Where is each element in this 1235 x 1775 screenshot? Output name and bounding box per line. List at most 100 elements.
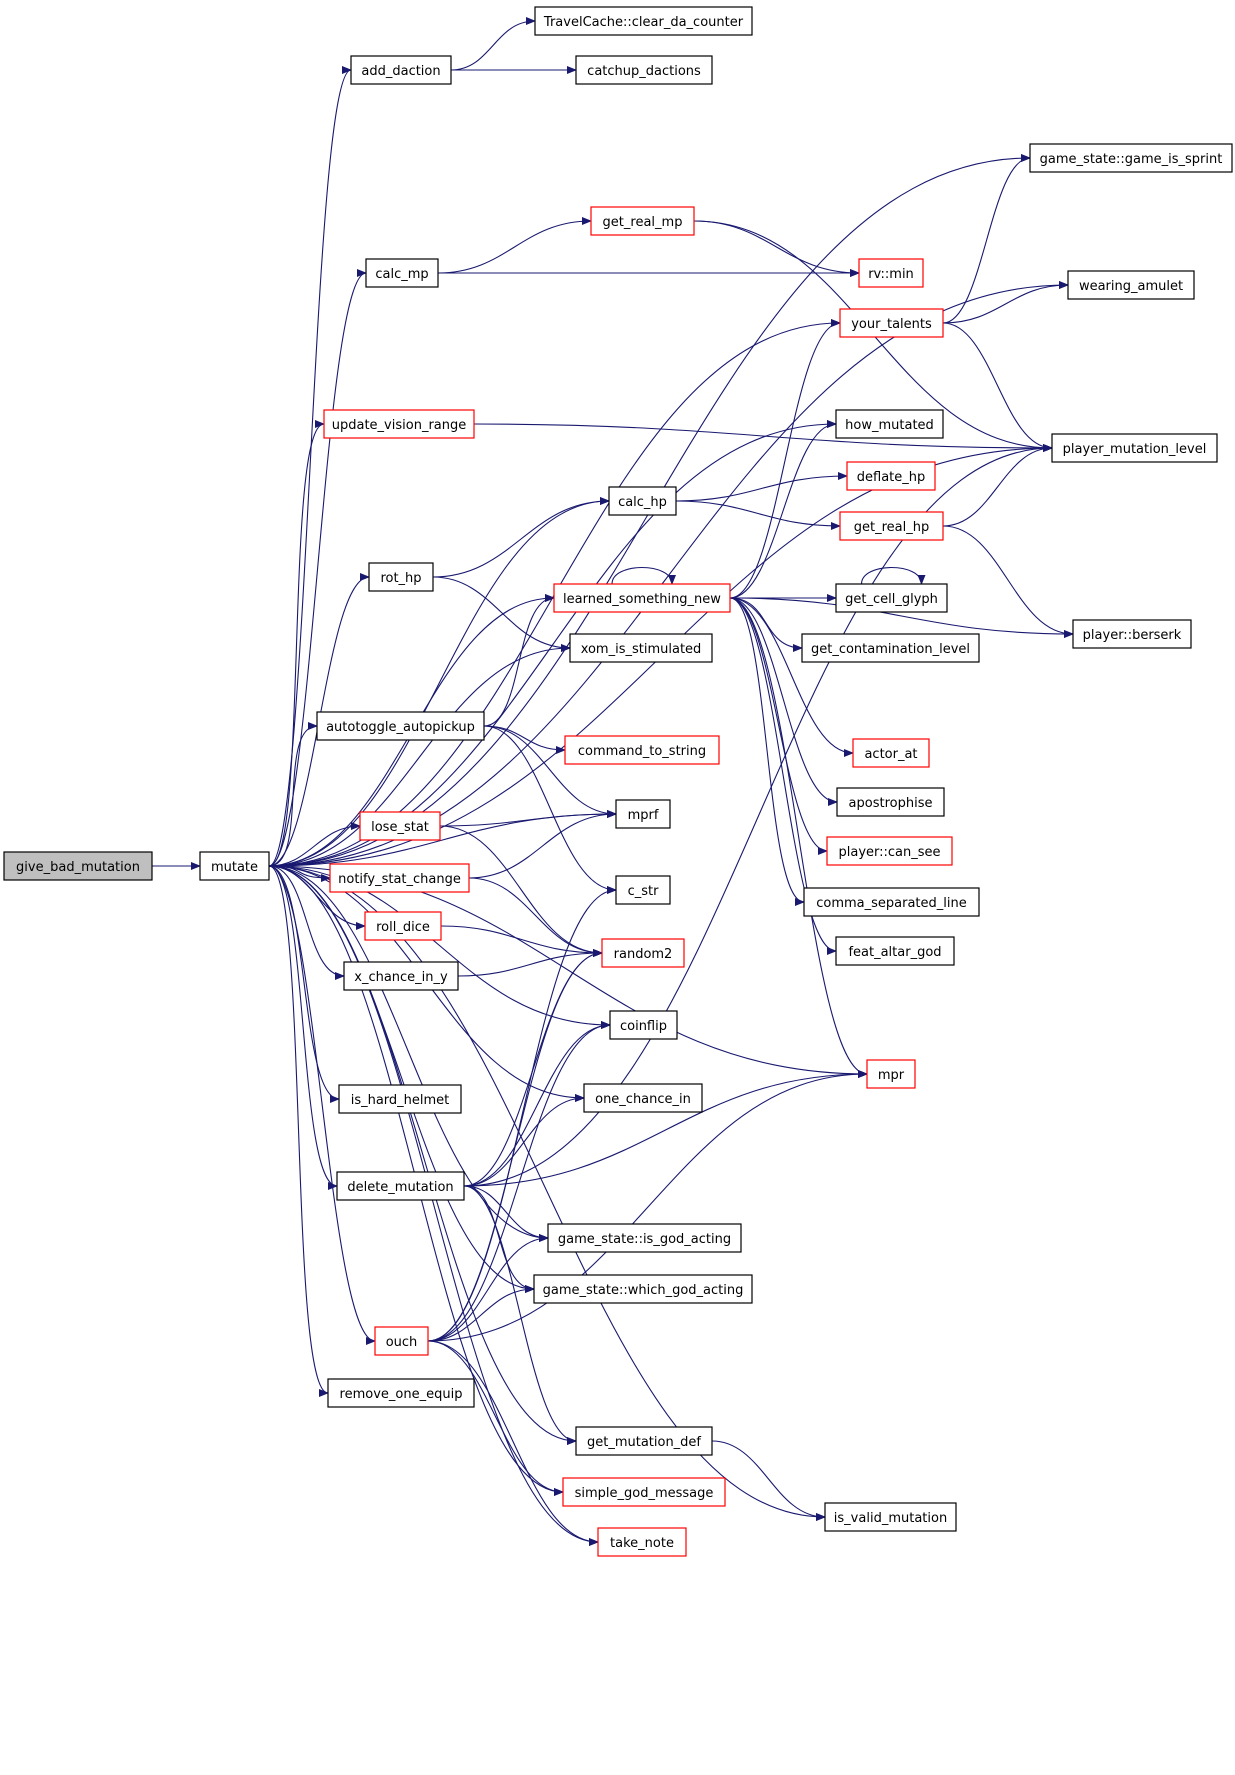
node-box[interactable] [826,836,953,866]
node-autotoggle-autopickup[interactable]: autotoggle_autopickup [316,711,485,741]
node-rv-min[interactable]: rv::min [858,258,924,288]
node-update-vision-range[interactable]: update_vision_range [323,409,475,439]
node-box[interactable] [359,811,441,841]
node-player-berserk[interactable]: player::berserk [1072,619,1192,649]
node-rot-hp[interactable]: rot_hp [368,562,434,592]
node-is-valid-mutation[interactable]: is_valid_mutation [824,1502,957,1532]
node-player-can-see[interactable]: player::can_see [826,836,953,866]
node-comma-separated-line[interactable]: comma_separated_line [803,887,980,917]
node-box[interactable] [365,258,439,288]
node-box[interactable] [835,936,955,966]
node-coinflip[interactable]: coinflip [609,1010,678,1040]
node-xom-is-stimulated[interactable]: xom_is_stimulated [569,633,713,663]
node-take-note[interactable]: take_note [597,1527,687,1557]
node-box[interactable] [562,1477,726,1507]
node-get-real-hp[interactable]: get_real_hp [839,511,944,541]
node-random2[interactable]: random2 [601,938,685,968]
node-box[interactable] [852,738,930,768]
node-box[interactable] [575,55,713,85]
node-box[interactable] [533,1274,753,1304]
node-wearing-amulet[interactable]: wearing_amulet [1067,270,1195,300]
node-box[interactable] [839,308,944,338]
node-how-mutated[interactable]: how_mutated [835,409,944,439]
node-get-real-mp[interactable]: get_real_mp [590,206,695,236]
node-add-daction[interactable]: add_daction [350,55,452,85]
node-box[interactable] [575,1426,713,1456]
node-is-hard-helmet[interactable]: is_hard_helmet [338,1084,462,1114]
node-one-chance-in[interactable]: one_chance_in [583,1083,703,1113]
node-box[interactable] [803,887,980,917]
node-box[interactable] [836,787,945,817]
node-box[interactable] [824,1502,957,1532]
node-box[interactable] [839,511,944,541]
node-c-str[interactable]: c_str [615,875,671,905]
node-calc-mp[interactable]: calc_mp [365,258,439,288]
node-box[interactable] [3,851,153,881]
node-get-mutation-def[interactable]: get_mutation_def [575,1426,713,1456]
node-box[interactable] [374,1326,429,1356]
node-box[interactable] [597,1527,687,1557]
node-box[interactable] [534,6,753,36]
node-apostrophise[interactable]: apostrophise [836,787,945,817]
node-x-chance-in-y[interactable]: x_chance_in_y [343,961,459,991]
node-box[interactable] [835,583,948,613]
node-learned-something-new[interactable]: learned_something_new [553,583,731,613]
node-box[interactable] [866,1059,916,1089]
node-box[interactable] [1029,143,1233,173]
node-your-talents[interactable]: your_talents [839,308,944,338]
node-which-god-acting[interactable]: game_state::which_god_acting [533,1274,753,1304]
node-box[interactable] [1072,619,1192,649]
node-calc-hp[interactable]: calc_hp [608,486,677,516]
node-box[interactable] [846,461,936,491]
node-box[interactable] [338,1084,462,1114]
node-box[interactable] [350,55,452,85]
node-box[interactable] [343,961,459,991]
node-box[interactable] [590,206,695,236]
node-lose-stat[interactable]: lose_stat [359,811,441,841]
node-give-bad-mutation[interactable]: give_bad_mutation [3,851,153,881]
node-box[interactable] [368,562,434,592]
node-box[interactable] [801,633,980,663]
node-box[interactable] [601,938,685,968]
node-roll-dice[interactable]: roll_dice [364,911,442,941]
node-actor-at[interactable]: actor_at [852,738,930,768]
node-box[interactable] [323,409,475,439]
node-mutate[interactable]: mutate [199,851,270,881]
node-box[interactable] [564,735,720,765]
node-mprf[interactable]: mprf [615,799,671,829]
node-notify-stat-change[interactable]: notify_stat_change [329,863,470,893]
node-command-to-string[interactable]: command_to_string [564,735,720,765]
node-deflate-hp[interactable]: deflate_hp [846,461,936,491]
node-box[interactable] [583,1083,703,1113]
node-box[interactable] [547,1223,742,1253]
node-box[interactable] [609,1010,678,1040]
node-box[interactable] [329,863,470,893]
node-box[interactable] [835,409,944,439]
node-get-contamination-level[interactable]: get_contamination_level [801,633,980,663]
node-box[interactable] [1051,433,1218,463]
node-box[interactable] [608,486,677,516]
node-feat-altar-god[interactable]: feat_altar_god [835,936,955,966]
node-game-is-sprint[interactable]: game_state::game_is_sprint [1029,143,1233,173]
node-catchup-dactions[interactable]: catchup_dactions [575,55,713,85]
node-box[interactable] [615,799,671,829]
node-box[interactable] [316,711,485,741]
node-box[interactable] [615,875,671,905]
node-box[interactable] [569,633,713,663]
node-delete-mutation[interactable]: delete_mutation [336,1171,465,1201]
node-box[interactable] [1067,270,1195,300]
node-box[interactable] [336,1171,465,1201]
node-remove-one-equip[interactable]: remove_one_equip [327,1378,475,1408]
node-get-cell-glyph[interactable]: get_cell_glyph [835,583,948,613]
node-ouch[interactable]: ouch [374,1326,429,1356]
node-box[interactable] [327,1378,475,1408]
node-player-mutation-level[interactable]: player_mutation_level [1051,433,1218,463]
node-box[interactable] [364,911,442,941]
node-box[interactable] [858,258,924,288]
node-clear-da-counter[interactable]: TravelCache::clear_da_counter [534,6,753,36]
node-box[interactable] [553,583,731,613]
node-is-god-acting[interactable]: game_state::is_god_acting [547,1223,742,1253]
node-mpr[interactable]: mpr [866,1059,916,1089]
node-box[interactable] [199,851,270,881]
node-simple-god-message[interactable]: simple_god_message [562,1477,726,1507]
